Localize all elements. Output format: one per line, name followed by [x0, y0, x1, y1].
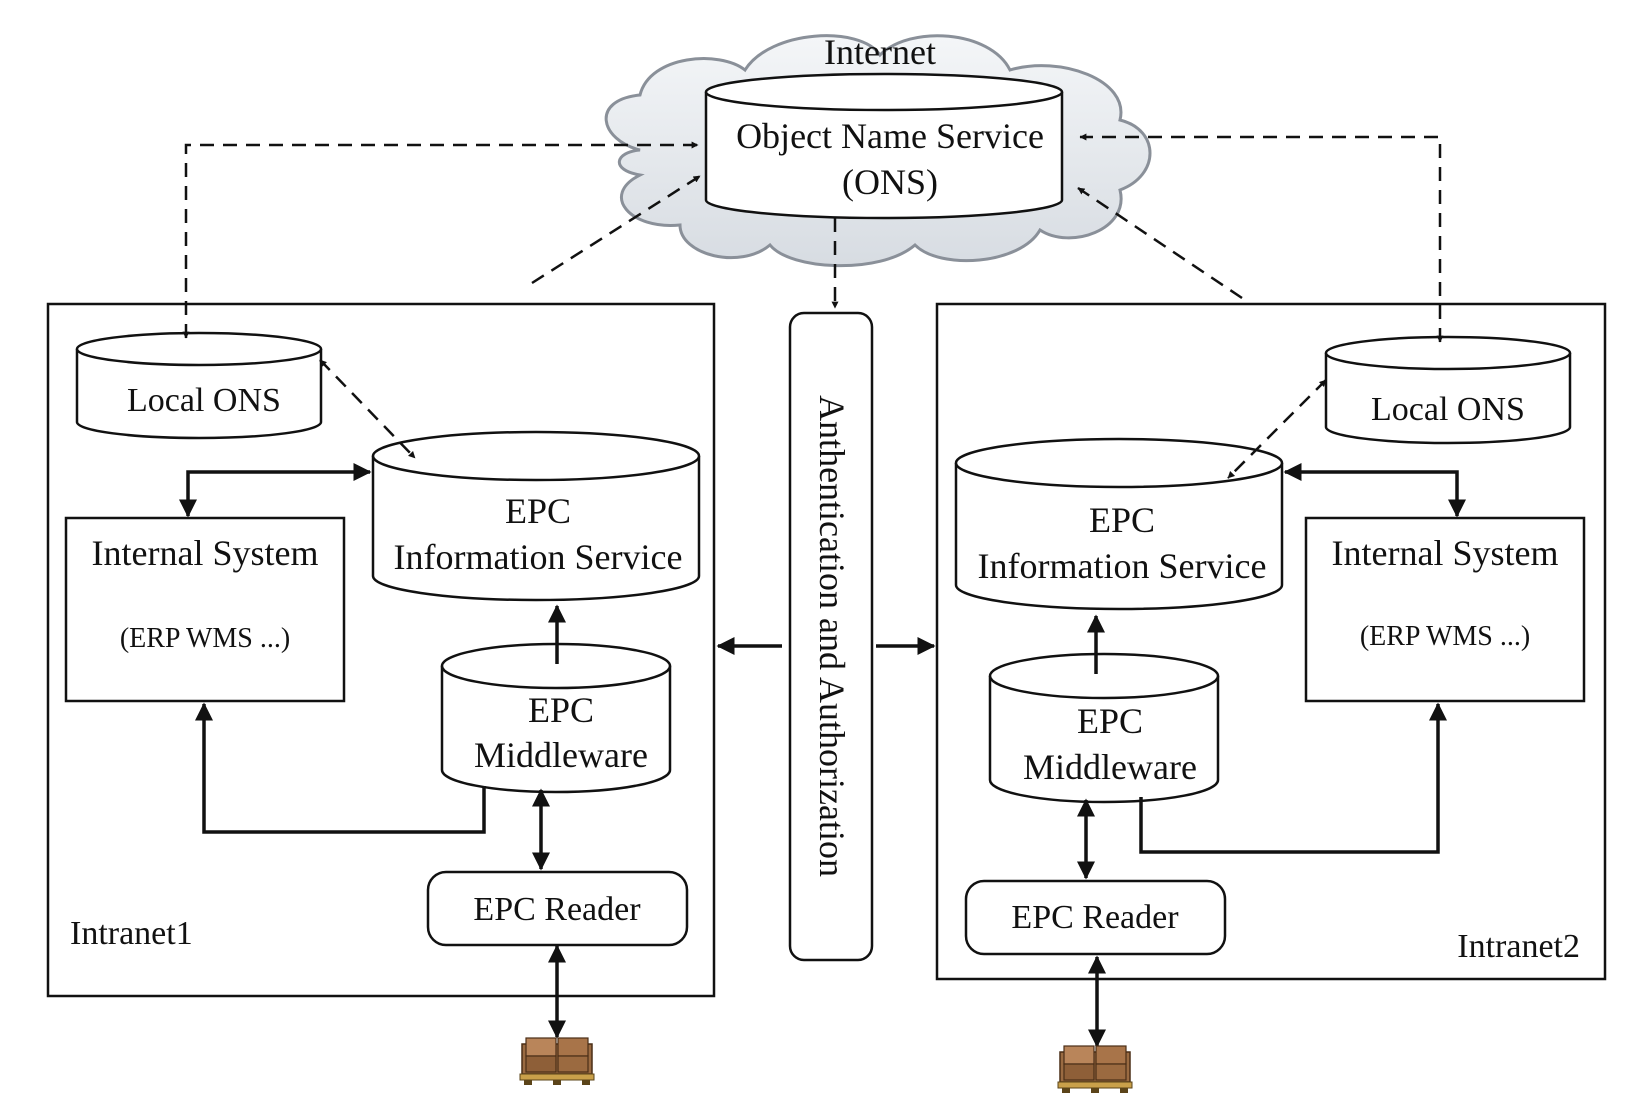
local-ons-2: Local ONS: [1324, 335, 1572, 445]
internal-system-1-line2: (ERP WMS ...): [120, 623, 290, 654]
epcis-1-line2: Information Service: [394, 537, 683, 577]
connector-epcis2-internal2: [1283, 463, 1466, 518]
connector-middleware1-internal1: [195, 702, 486, 834]
epc-reader-1: EPC Reader: [426, 870, 689, 947]
auth-label: Anthentication and Authorization: [812, 395, 852, 877]
intranet1-zone: Intranet1 Local ONS EPC Information Serv…: [46, 302, 716, 998]
internal-system-2-line2: (ERP WMS ...): [1360, 621, 1530, 652]
epcis-2-line2: Information Service: [978, 546, 1267, 586]
epcis-1: EPC Information Service: [371, 430, 701, 602]
connector-intranet1-ons: [531, 174, 701, 285]
epc-middleware-1-line2: Middleware: [474, 735, 648, 775]
internal-system-1: Internal System (ERP WMS ...): [64, 516, 346, 703]
epc-middleware-2-line2: Middleware: [1023, 747, 1197, 787]
epc-reader-1-label: EPC Reader: [473, 891, 641, 928]
epc-middleware-1-line1: EPC: [528, 690, 594, 730]
pallet-icon: [519, 1037, 595, 1085]
epc-middleware-2-line1: EPC: [1077, 701, 1143, 741]
connector-ons-localons2: [1079, 133, 1444, 343]
local-ons-1-label: Local ONS: [127, 382, 281, 419]
ons-label-line2: (ONS): [842, 162, 938, 202]
internal-system-2-line1: Internal System: [1332, 533, 1559, 573]
epc-reader-2: EPC Reader: [964, 879, 1227, 956]
internal-system-1-line1: Internal System: [92, 533, 319, 573]
connector-internal1-epcis1: [179, 463, 372, 518]
intranet2-zone: Intranet2 Local ONS EPC Information Serv…: [935, 302, 1607, 981]
connector-localons1-epcis1: [319, 359, 416, 459]
epc-middleware-2: EPC Middleware: [988, 652, 1220, 804]
local-ons-2-label: Local ONS: [1371, 391, 1525, 428]
connector-localons2-epcis2: [1227, 379, 1327, 479]
intranet2-label: Intranet2: [1457, 928, 1580, 965]
auth-bar: Anthentication and Authorization: [788, 311, 874, 962]
connector-ons-localons1: [182, 141, 699, 339]
internal-system-2: Internal System (ERP WMS ...): [1304, 516, 1586, 703]
epcis-1-line1: EPC: [505, 491, 571, 531]
ons-label-line1: Object Name Service: [736, 116, 1044, 156]
dashed-connectors: [182, 133, 1444, 479]
internet-label: Internet: [824, 32, 936, 72]
connector-intranet2-ons: [1077, 186, 1243, 300]
local-ons-1: Local ONS: [75, 331, 323, 440]
pallet-icon: [1057, 1045, 1133, 1093]
epc-middleware-1: EPC Middleware: [440, 642, 672, 794]
epc-reader-2-label: EPC Reader: [1011, 899, 1179, 936]
intranet1-label: Intranet1: [70, 915, 193, 952]
epcis-2: EPC Information Service: [954, 437, 1284, 611]
epcis-2-line1: EPC: [1089, 500, 1155, 540]
ons-database: Object Name Service (ONS): [704, 72, 1064, 220]
connector-middleware2-internal2: [1139, 702, 1447, 854]
solid-connectors: [179, 463, 1466, 1048]
